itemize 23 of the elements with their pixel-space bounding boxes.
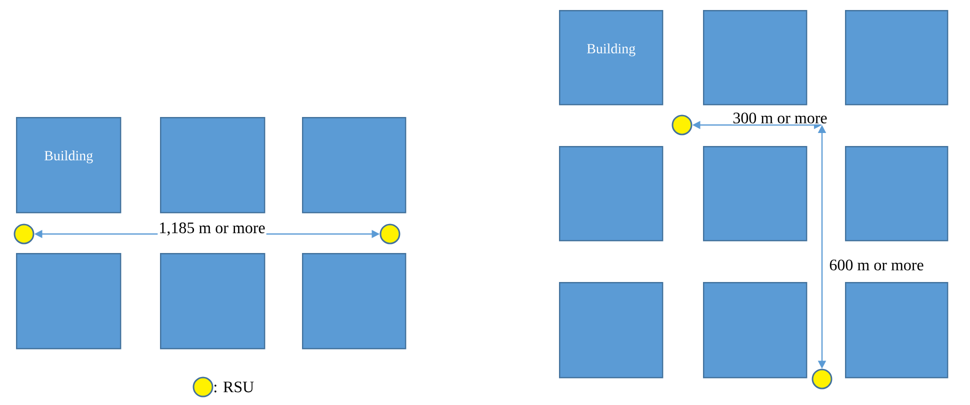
building-box <box>160 253 266 350</box>
building-box <box>703 10 808 106</box>
building-box <box>302 253 406 350</box>
edge-label: 1,185 m or more <box>158 221 266 237</box>
rsu-circle <box>672 114 692 136</box>
building-box <box>16 253 122 350</box>
building-box <box>559 146 664 242</box>
edge-label: 600 m or more <box>828 258 925 272</box>
building-box: Building <box>559 10 664 106</box>
building-box <box>703 146 808 242</box>
building-box <box>559 282 664 378</box>
building-box <box>845 146 948 242</box>
building-box <box>302 117 406 214</box>
building-box <box>160 117 266 214</box>
legend-text: : RSU <box>214 382 254 392</box>
building-box: Building <box>16 117 122 214</box>
rsu-circle <box>812 368 832 390</box>
building-box <box>845 10 948 106</box>
building-box <box>845 282 948 378</box>
edge-label: 300 m or more <box>732 112 828 124</box>
building-box <box>703 282 808 378</box>
rsu-circle <box>380 224 400 244</box>
rsu-circle <box>14 224 34 244</box>
